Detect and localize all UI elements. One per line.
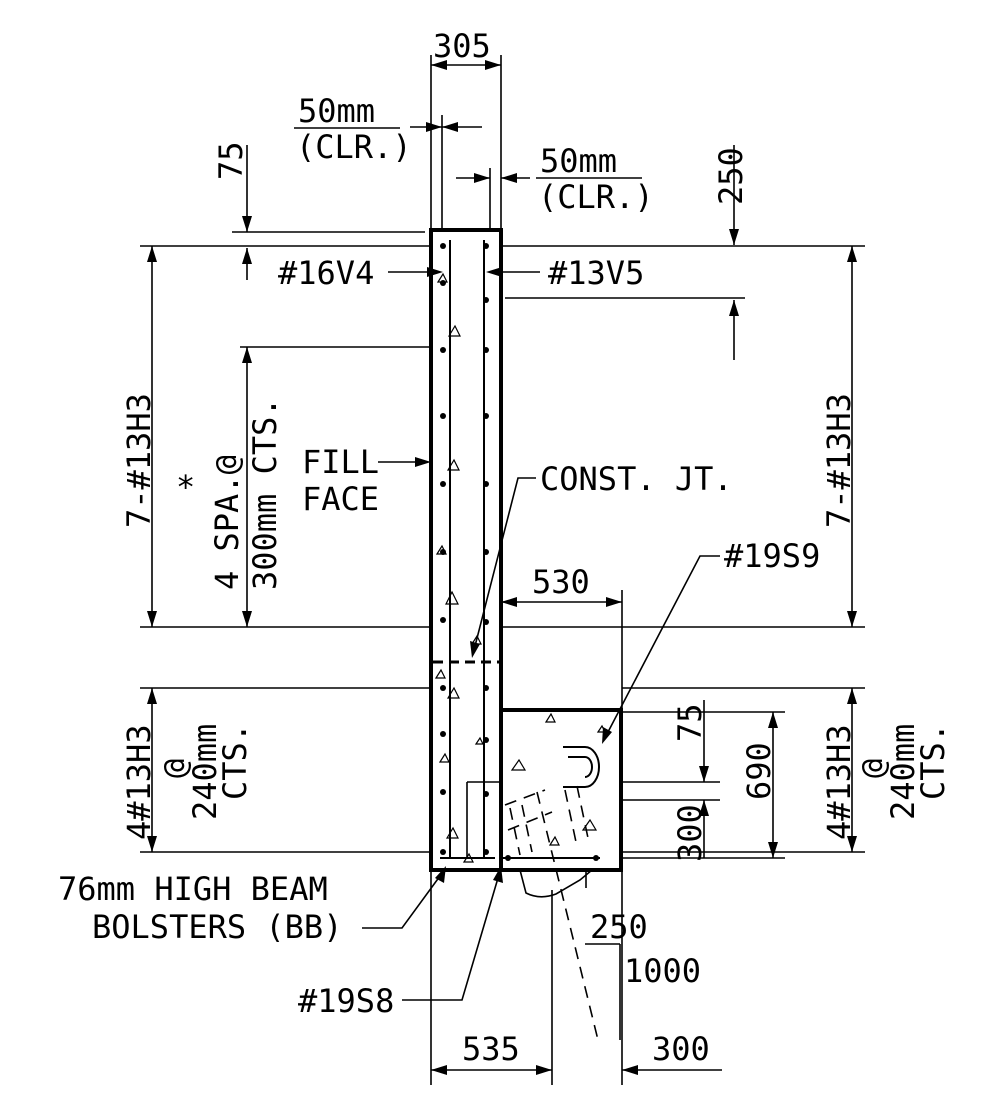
footing-section [466,708,623,1041]
left-upper-bars-text: 7-#13H3 [120,393,158,528]
const-jt-label: CONST. JT. [540,460,733,498]
right-upper-bars-text: 7-#13H3 [820,393,858,528]
bar-callouts: #16V4 #13V5 [278,254,644,292]
dim-535: 535 [462,1030,520,1068]
bar-16v4-label: #16V4 [278,254,374,292]
bolster-line2: BOLSTERS (BB) [92,908,342,946]
dim-250-bottom: 250 [590,908,648,946]
right-face-bars [483,243,489,855]
dim-75-footing: 75 [671,703,709,742]
concrete-hatch [434,272,484,863]
right-lower-line3: 240mm [884,724,922,820]
star-mark: * [176,468,195,506]
clr-right-top: 50mm [540,142,617,180]
left-lower-line1: 4#13H3 [120,724,158,840]
dim-690: 690 [740,742,778,800]
clr-right-bottom: (CLR.) [538,178,654,216]
dim-300-bottom: 300 [652,1030,710,1068]
right-upper-dim: 7-#13H3 [820,246,858,627]
fill-face-line1: FILL [302,443,379,481]
bar-19s9-label: #19S9 [724,537,820,575]
dim-250-top: 250 [712,147,750,205]
left-lower-line3: 240mm [186,724,224,820]
dim-530-text: 530 [532,563,590,601]
right-lower-line4: CTS. [914,723,952,800]
extension-lines [140,245,865,853]
left-lower-line4: CTS. [216,723,254,800]
dim-1000: 1000 [624,952,701,990]
dim-75-top: 75 [212,141,250,180]
left-lower-line2: @ [156,759,194,778]
left-upper-dim: 7-#13H3 * 4 SPA.@ 300mm CTS. FILL FACE [120,246,431,627]
dim-305-text: 305 [433,27,491,65]
right-lower-line2: @ [854,759,892,778]
spacing-line2: 300mm CTS. [246,397,284,590]
fill-face-line2: FACE [302,480,379,518]
bolster-line1: 76mm HIGH BEAM [58,870,328,908]
top-dimensions: 305 50mm (CLR.) 50mm (CLR.) 75 250 [212,27,750,360]
clr-left-top: 50mm [298,92,375,130]
left-face-bars [440,243,446,855]
footing-dims: 75 300 690 4#13H3 @ 240mm CTS. [622,688,952,862]
spacing-line1: 4 SPA.@ [208,455,246,590]
bar-13v5-label: #13V5 [548,254,644,292]
bar-19s8-label: #19S8 [298,982,394,1020]
wall-section [429,228,503,872]
dim-300-footing: 300 [671,804,709,862]
joint-callouts: CONST. JT. #19S9 530 [470,460,820,744]
right-lower-line1: 4#13H3 [820,724,858,840]
bottom-callouts: 76mm HIGH BEAM BOLSTERS (BB) #19S8 250 1… [58,866,722,1085]
left-lower-dim: 4#13H3 @ 240mm CTS. [120,688,254,852]
clr-left-bottom: (CLR.) [296,128,412,166]
